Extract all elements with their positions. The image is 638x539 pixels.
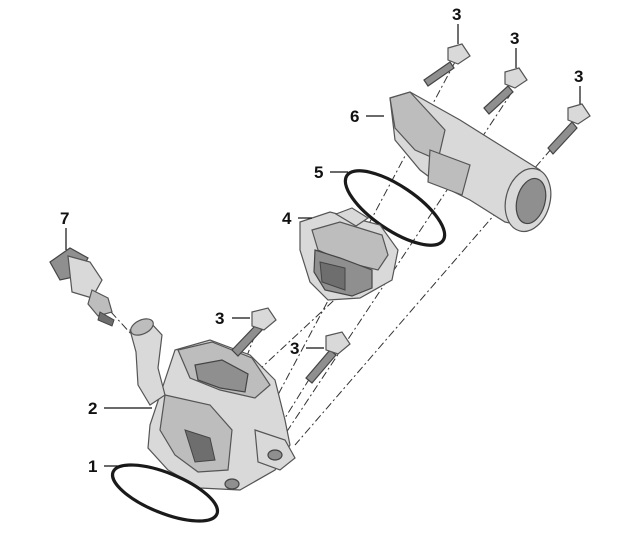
thermostat xyxy=(299,207,399,301)
callout-3-top-3: 3 xyxy=(574,67,583,86)
thermostat-housing xyxy=(129,318,296,491)
bolt-top-3 xyxy=(547,103,591,155)
callout-2: 2 xyxy=(88,399,97,418)
callout-1: 1 xyxy=(88,457,97,476)
callout-5: 5 xyxy=(314,163,323,182)
callout-3-top-1: 3 xyxy=(452,5,461,24)
leader-lines xyxy=(65,24,581,467)
outlet-o-ring xyxy=(343,169,447,247)
coolant-outlet-pipe xyxy=(389,91,552,233)
callout-3-mid-2: 3 xyxy=(290,339,299,358)
housing-o-ring xyxy=(110,463,220,523)
bolt-top-1 xyxy=(423,43,471,87)
bolt-mid-2 xyxy=(305,331,351,384)
callout-7: 7 xyxy=(60,209,69,228)
bolt-top-2 xyxy=(483,67,528,115)
callout-4: 4 xyxy=(282,209,292,228)
temperature-sensor xyxy=(49,247,115,327)
callout-3-mid-1: 3 xyxy=(215,309,224,328)
callout-3-top-2: 3 xyxy=(510,29,519,48)
bolt-mid-1 xyxy=(231,307,277,357)
callout-6: 6 xyxy=(350,107,359,126)
